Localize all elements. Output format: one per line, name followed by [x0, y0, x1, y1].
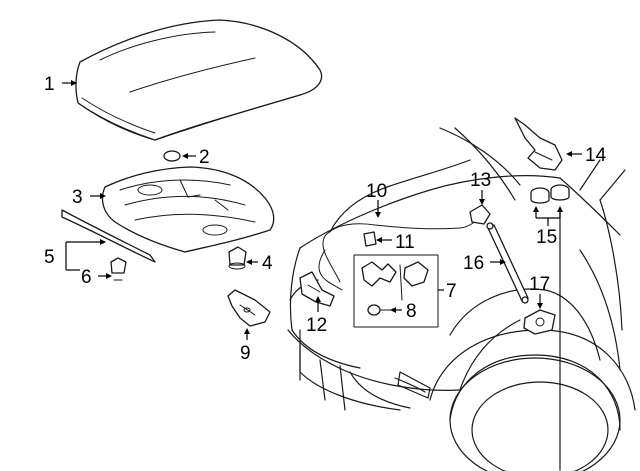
callout-11: 11	[395, 232, 415, 253]
lift-support	[486, 222, 529, 304]
vehicle-front-body	[287, 127, 636, 471]
hood-lock	[523, 309, 556, 335]
callout-15: 15	[536, 227, 557, 248]
callout-10: 10	[366, 181, 387, 202]
callout-7: 7	[446, 281, 457, 302]
callout-5: 5	[44, 247, 55, 268]
callout-labels: 1 2 3 4 5 6 7 8 9 10 11 12 13 14 15 16 1…	[44, 74, 607, 364]
hood-hinge	[227, 289, 271, 327]
release-cable	[318, 214, 481, 291]
callout-3: 3	[72, 187, 83, 208]
callout-9: 9	[240, 343, 251, 364]
cable-clip	[363, 231, 377, 247]
callout-8: 8	[406, 301, 417, 322]
lock-striker	[514, 117, 563, 171]
callout-16: 16	[463, 253, 484, 274]
bolt	[367, 304, 393, 316]
hood-emblem-clip	[163, 150, 181, 162]
callout-1: 1	[44, 74, 55, 95]
hood-panel	[75, 19, 323, 141]
hood-insulator	[101, 166, 275, 253]
hood-bumper-cushion	[228, 246, 247, 270]
callout-17: 17	[529, 274, 550, 295]
callout-14: 14	[585, 145, 607, 166]
stopper-bumpers	[530, 184, 570, 204]
latch-cover	[469, 204, 491, 225]
callout-6: 6	[81, 267, 92, 288]
callout-2: 2	[199, 147, 210, 168]
hood-weatherstrip	[61, 209, 156, 263]
callout-13: 13	[470, 170, 491, 191]
weatherstrip-clip	[110, 257, 127, 281]
cable-components-box	[353, 254, 439, 328]
release-handle	[299, 271, 335, 307]
callout-12: 12	[306, 315, 327, 336]
leader-lines	[62, 80, 582, 340]
callout-4: 4	[262, 253, 273, 274]
